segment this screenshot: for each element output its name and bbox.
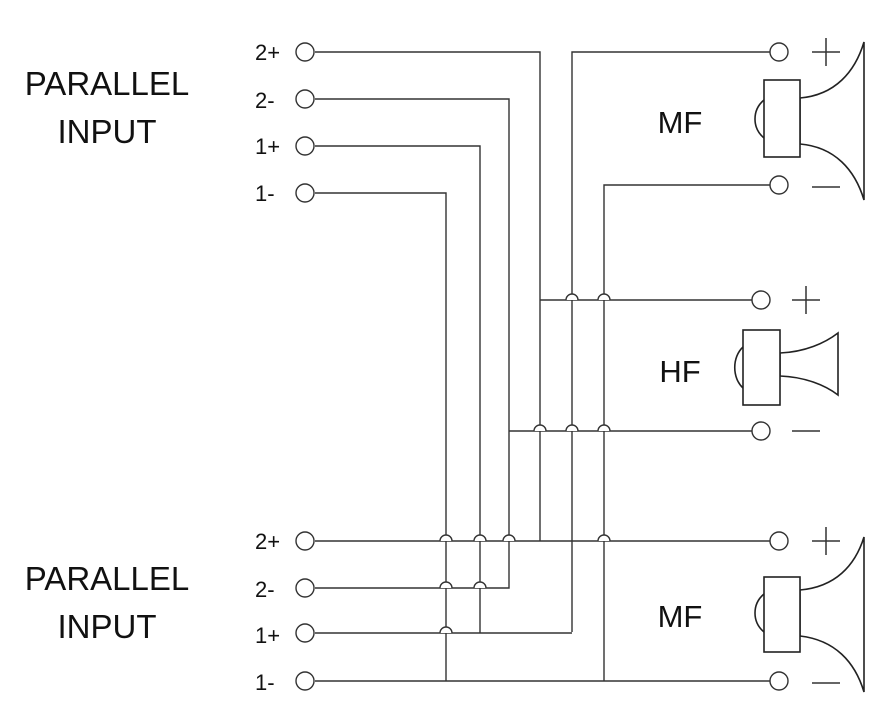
bottom-input-title-line2: INPUT xyxy=(58,608,157,645)
terminal-mf-bottom-minus xyxy=(769,671,789,691)
terminal-mf-bottom-plus xyxy=(769,531,789,551)
terminal-bottom-1plus xyxy=(295,623,315,643)
top-pin-label-1minus: 1- xyxy=(255,181,275,206)
terminal-mf-top-plus xyxy=(769,42,789,62)
bottom-input-title-line1: PARALLEL xyxy=(25,560,189,597)
horn-tweeter-icon xyxy=(733,329,839,406)
terminal-top-2plus xyxy=(295,42,315,62)
wire-bottom-2minus xyxy=(315,538,510,589)
bottom-input-terminals xyxy=(295,531,315,691)
wire-top-2plus xyxy=(315,51,541,304)
horn-speaker-icon xyxy=(754,536,865,693)
hf-terminals xyxy=(751,286,820,441)
top-pin-label-2plus: 2+ xyxy=(255,40,280,65)
terminal-hf-plus xyxy=(751,290,771,310)
top-input-title-line2: INPUT xyxy=(58,113,157,150)
terminal-top-2minus xyxy=(295,89,315,109)
terminal-bottom-1minus xyxy=(295,671,315,691)
plus-sign-icon xyxy=(812,527,840,555)
plus-sign-icon xyxy=(812,38,840,66)
bottom-pin-label-2plus: 2+ xyxy=(255,529,280,554)
terminal-hf-minus xyxy=(751,421,771,441)
wire-crossings xyxy=(439,293,611,634)
hf-label: HF xyxy=(659,354,700,389)
terminal-bottom-2minus xyxy=(295,578,315,598)
bus-mf-top-minus xyxy=(603,184,770,681)
top-input-title-line1: PARALLEL xyxy=(25,65,189,102)
bottom-pin-label-1plus: 1+ xyxy=(255,623,280,648)
terminal-top-1plus xyxy=(295,136,315,156)
top-input-terminals xyxy=(295,42,315,203)
top-pin-label-2minus: 2- xyxy=(255,88,275,113)
mf-bottom-label: MF xyxy=(658,599,703,634)
wire-top-1plus xyxy=(315,145,481,538)
bottom-pin-label-2minus: 2- xyxy=(255,577,275,602)
top-pin-label-1plus: 1+ xyxy=(255,134,280,159)
mf-top-label: MF xyxy=(658,105,703,140)
mf-bottom-terminals xyxy=(769,527,840,691)
bottom-pin-label-1minus: 1- xyxy=(255,670,275,695)
plus-sign-icon xyxy=(792,286,820,314)
terminal-mf-top-minus xyxy=(769,175,789,195)
terminal-bottom-2plus xyxy=(295,531,315,551)
wire-top-2minus xyxy=(315,98,510,432)
mf-top-terminals xyxy=(769,38,840,195)
horn-speaker-icon xyxy=(754,41,865,201)
bus-mf-top-plus xyxy=(571,51,770,632)
terminal-top-1minus xyxy=(295,183,315,203)
wire-top-1minus xyxy=(315,192,447,538)
